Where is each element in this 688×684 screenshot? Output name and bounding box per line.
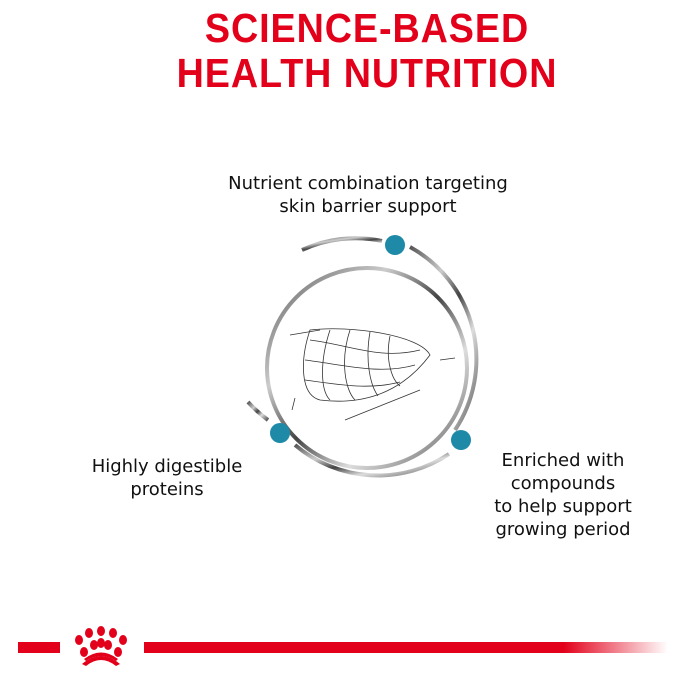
outer-ring [246, 236, 479, 478]
benefit-text-line: to help support [494, 496, 632, 517]
title-line-1: SCIENCE-BASED [204, 5, 530, 51]
footer-bar-left [18, 642, 60, 653]
benefit-text-line: Enriched with [501, 450, 625, 471]
kibble-sketch [289, 328, 456, 421]
page-title: SCIENCE-BASED HEALTH NUTRITION [29, 6, 662, 96]
title-line-2: HEALTH NUTRITION [176, 50, 558, 96]
crown-logo [75, 626, 127, 666]
inner-ring [265, 266, 469, 470]
benefit-skin-barrier: Nutrient combination targeting skin barr… [200, 172, 536, 218]
dot-left [270, 423, 290, 443]
benefit-text-line: proteins [130, 479, 204, 500]
benefit-text-line: compounds [510, 473, 616, 494]
benefit-text-line: Nutrient combination targeting [228, 173, 508, 194]
benefit-digestible-proteins: Highly digestible proteins [82, 455, 252, 501]
benefit-text-line: growing period [495, 519, 631, 540]
benefit-text-line: Highly digestible [91, 456, 243, 477]
footer-bar-right [144, 642, 668, 653]
dot-right [451, 430, 471, 450]
benefit-growing-period: Enriched with compounds to help support … [478, 449, 648, 541]
dot-top [385, 235, 405, 255]
benefit-text-line: skin barrier support [279, 196, 457, 217]
